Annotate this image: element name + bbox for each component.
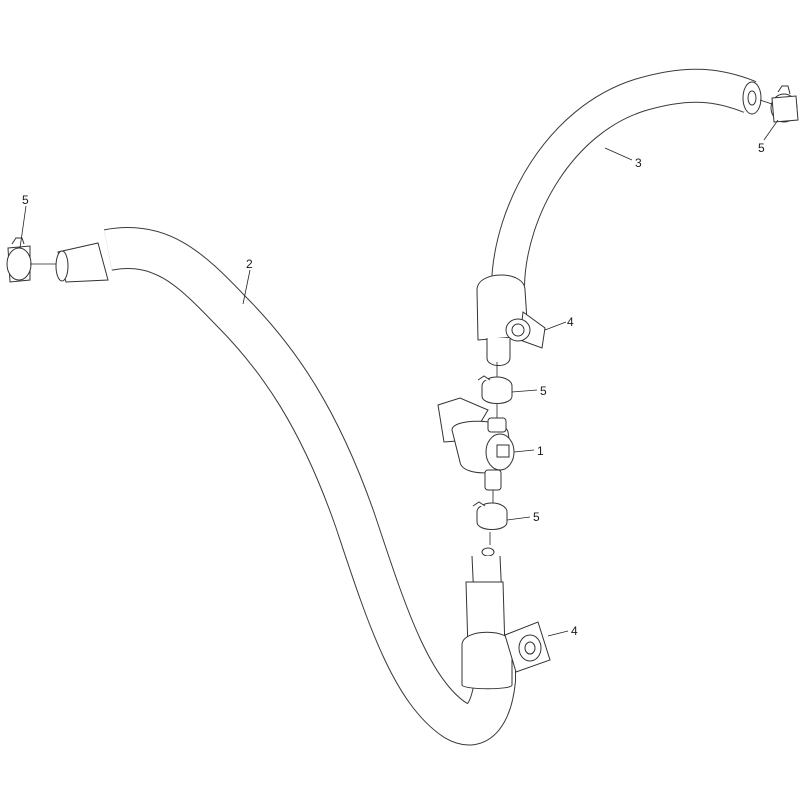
callout-clamp-top-right: 5	[758, 141, 765, 155]
hose-3	[491, 68, 762, 286]
leader-c3	[604, 147, 633, 161]
callout-hose-lower: 2	[246, 257, 253, 271]
leader-c1	[19, 205, 27, 249]
hose-clamp-lower-middle	[472, 501, 508, 545]
callout-valve: 1	[537, 444, 544, 458]
callout-clamp-upper-middle: 5	[540, 384, 547, 398]
callout-bracket-upper: 4	[567, 315, 574, 329]
hose-clamp-left	[6, 237, 56, 283]
leader-c4	[763, 119, 779, 141]
leader-c7	[513, 449, 535, 453]
callouts: 5 2 3 5 4 5 1 5 4	[22, 141, 765, 638]
leader-c9	[547, 630, 569, 637]
callout-hose-upper: 3	[635, 156, 642, 170]
fuel-shutoff-valve	[437, 397, 515, 504]
leader-c6	[511, 389, 538, 393]
leader-c2	[242, 269, 251, 305]
mounting-bracket-upper	[476, 274, 546, 366]
hose-clamp-top-right	[759, 85, 799, 123]
callout-bracket-lower: 4	[571, 624, 578, 638]
leader-lines	[19, 119, 779, 637]
hose-clamp-upper-middle	[477, 362, 513, 404]
leader-c8	[506, 516, 531, 521]
callout-clamp-left: 5	[22, 193, 29, 207]
hose-2	[55, 227, 516, 746]
leader-c5	[544, 321, 567, 331]
callout-clamp-lower-middle: 5	[533, 510, 540, 524]
mounting-bracket-lower	[461, 547, 551, 690]
